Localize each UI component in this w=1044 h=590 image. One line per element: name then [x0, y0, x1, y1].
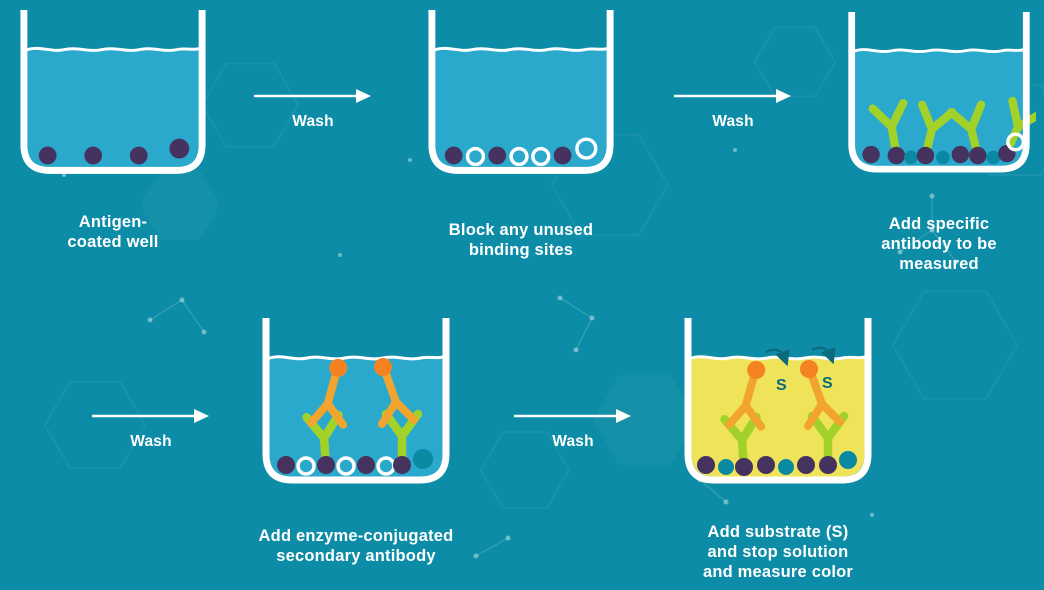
wash-label: Wash: [130, 433, 172, 450]
blocker-dot: [296, 456, 316, 476]
teal-dot: [839, 451, 857, 469]
antigen-dots: [38, 138, 190, 165]
antibody-enzyme-complex: [720, 360, 766, 473]
wash-step-3: Wash: [92, 408, 210, 451]
antigen-dot: [393, 456, 411, 474]
wash-label: Wash: [712, 113, 754, 130]
well-liquid-yellow: [691, 356, 865, 477]
caption-step-3: Add specific antibody to be measured: [881, 215, 997, 274]
blocker-dot: [509, 146, 529, 167]
antigen-dot: [819, 456, 837, 474]
antigen-dot: [129, 146, 148, 165]
antigen-and-blocker-dots: [697, 451, 857, 476]
blocker-dot: [531, 146, 551, 167]
blocker-dot: [465, 146, 486, 167]
wash-arrow-icon: [674, 89, 791, 103]
antigen-dot: [317, 456, 335, 474]
liquid-surface-line: [433, 46, 609, 52]
antigen-and-blocker-dots: [444, 137, 598, 167]
teal-dot: [718, 459, 734, 475]
antigen-and-blocker-dots: [862, 132, 1026, 165]
wash-step-2: Wash: [674, 88, 792, 131]
liquid-surface-line: [690, 355, 866, 361]
wash-label: Wash: [552, 433, 594, 450]
enzyme-dot: [747, 360, 766, 379]
liquid-surface-line: [268, 355, 444, 361]
wash-label: Wash: [292, 113, 334, 130]
well-liquid: [27, 48, 199, 167]
antigen-dot: [84, 146, 103, 165]
caption-step-2: Block any unused binding sites: [448, 221, 594, 260]
antigen-dot: [553, 146, 572, 165]
well-antigen-coated: [20, 9, 206, 174]
antigen-dot: [916, 146, 935, 165]
well-outline: [848, 11, 1030, 173]
blocker-dot: [336, 456, 356, 476]
substrate-label: S: [822, 375, 833, 392]
wash-arrow-icon: [92, 409, 209, 423]
teal-dot: [413, 449, 433, 469]
substrate-arrow-icon: [765, 348, 790, 367]
well-outline: [262, 318, 450, 484]
enzyme-dot: [800, 360, 818, 378]
antigen-and-blocker-dots: [277, 449, 433, 476]
wash-step-4: Wash: [514, 408, 632, 451]
antigen-dot: [169, 138, 190, 159]
substrate-label: S: [776, 377, 787, 394]
well-substrate-color: S S: [684, 318, 872, 484]
teal-dot: [986, 150, 1001, 165]
teal-dot: [778, 459, 794, 475]
caption-step-1: Antigen- coated well: [67, 213, 159, 252]
enzyme-dot: [374, 358, 392, 376]
liquid-surface-line: [853, 48, 1025, 54]
orange-antibody-icon: [804, 372, 844, 430]
well-outline: [684, 318, 872, 484]
wash-arrow-icon: [254, 89, 371, 103]
antigen-dot: [797, 456, 815, 474]
antigen-dot: [862, 145, 880, 164]
antigen-dot: [697, 456, 715, 474]
caption-step-4: Add enzyme-conjugated secondary antibody: [258, 527, 454, 566]
antigen-dot: [887, 146, 906, 165]
well-outline: [20, 9, 206, 174]
well-outline: [428, 9, 614, 174]
antigen-dot: [357, 456, 375, 474]
teal-dot: [904, 150, 918, 165]
orange-antibody-icon: [378, 370, 418, 428]
antigen-dot: [969, 146, 987, 165]
enzyme-dot: [329, 358, 348, 377]
well-liquid: [855, 49, 1023, 166]
teal-dot: [936, 150, 950, 165]
antigen-dot: [488, 146, 507, 165]
wash-step-1: Wash: [254, 88, 372, 131]
well-primary-antibody: [848, 11, 1036, 173]
well-blocked: [428, 9, 614, 174]
caption-step-5: Add substrate (S) and stop solution and …: [702, 523, 854, 582]
antibody-enzyme-complex: [374, 358, 423, 469]
orange-antibody-icon: [724, 373, 766, 431]
liquid-surface-line: [25, 46, 201, 52]
antigen-dot: [951, 145, 970, 164]
antigen-dot: [735, 458, 753, 476]
antigen-dot: [757, 456, 775, 474]
well-secondary-antibody: [262, 318, 450, 484]
blocker-dot: [575, 137, 598, 160]
orange-antibody-icon: [306, 371, 348, 429]
well-liquid: [435, 48, 607, 167]
antigen-dot: [444, 146, 463, 165]
antigen-dot: [277, 456, 295, 474]
wash-arrow-icon: [514, 409, 631, 423]
substrate-arrow-icon: [811, 346, 836, 365]
antigen-dot: [38, 146, 57, 165]
